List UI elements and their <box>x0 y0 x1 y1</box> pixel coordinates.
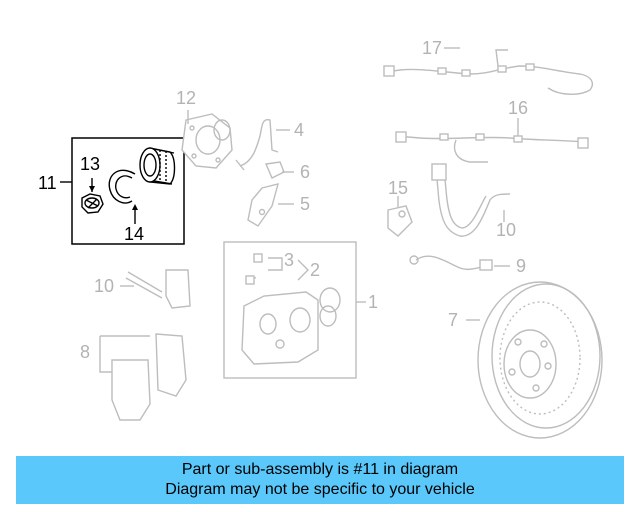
nut-13-icon <box>81 193 104 214</box>
callout-15: 15 <box>388 178 408 198</box>
snap-ring-14-icon <box>108 169 136 204</box>
bracket-5: 5 <box>247 183 310 227</box>
callout-12: 12 <box>176 88 196 108</box>
callout-17: 17 <box>422 38 442 58</box>
brake-hose-10: 10 <box>431 163 516 240</box>
clip-6: 6 <box>264 161 310 182</box>
callout-10b: 10 <box>496 220 516 240</box>
callout-2: 2 <box>310 260 320 280</box>
sensor-wire-16: 16 <box>395 98 589 163</box>
callout-7: 7 <box>448 310 458 330</box>
pad-hardware-10: 10 <box>94 269 191 309</box>
brake-rotor-7: 7 <box>448 281 603 439</box>
callout-6: 6 <box>300 162 310 182</box>
brake-pads-8: 8 <box>80 333 187 421</box>
brake-line-4: 4 <box>235 119 304 171</box>
callout-8: 8 <box>80 342 90 362</box>
sensor-wire-17: 17 <box>383 38 594 95</box>
callout-3: 3 <box>284 250 294 270</box>
callout-9: 9 <box>516 256 526 276</box>
callout-16: 16 <box>508 98 528 118</box>
abs-sensor-15: 15 <box>387 178 413 237</box>
callout-1: 1 <box>368 292 378 312</box>
caliper-1: 1 3 2 <box>223 241 378 379</box>
callout-10a: 10 <box>94 276 114 296</box>
hub-12: 12 <box>176 88 233 169</box>
caption-bar: Part or sub-assembly is #11 in diagram D… <box>16 456 624 504</box>
callout-13: 13 <box>80 154 100 174</box>
callout-4: 4 <box>294 120 304 140</box>
callout-11: 11 <box>38 173 57 193</box>
caption-line-2: Diagram may not be specific to your vehi… <box>165 481 475 498</box>
sensor-wire-9: 9 <box>409 255 526 276</box>
part-11-group[interactable]: 11 13 14 <box>38 137 185 245</box>
part-11-box <box>71 137 185 245</box>
callout-5: 5 <box>300 194 310 214</box>
caption-line-1: Part or sub-assembly is #11 in diagram <box>181 461 459 478</box>
wheel-bearing-icon <box>139 147 176 185</box>
callout-14: 14 <box>124 224 144 244</box>
